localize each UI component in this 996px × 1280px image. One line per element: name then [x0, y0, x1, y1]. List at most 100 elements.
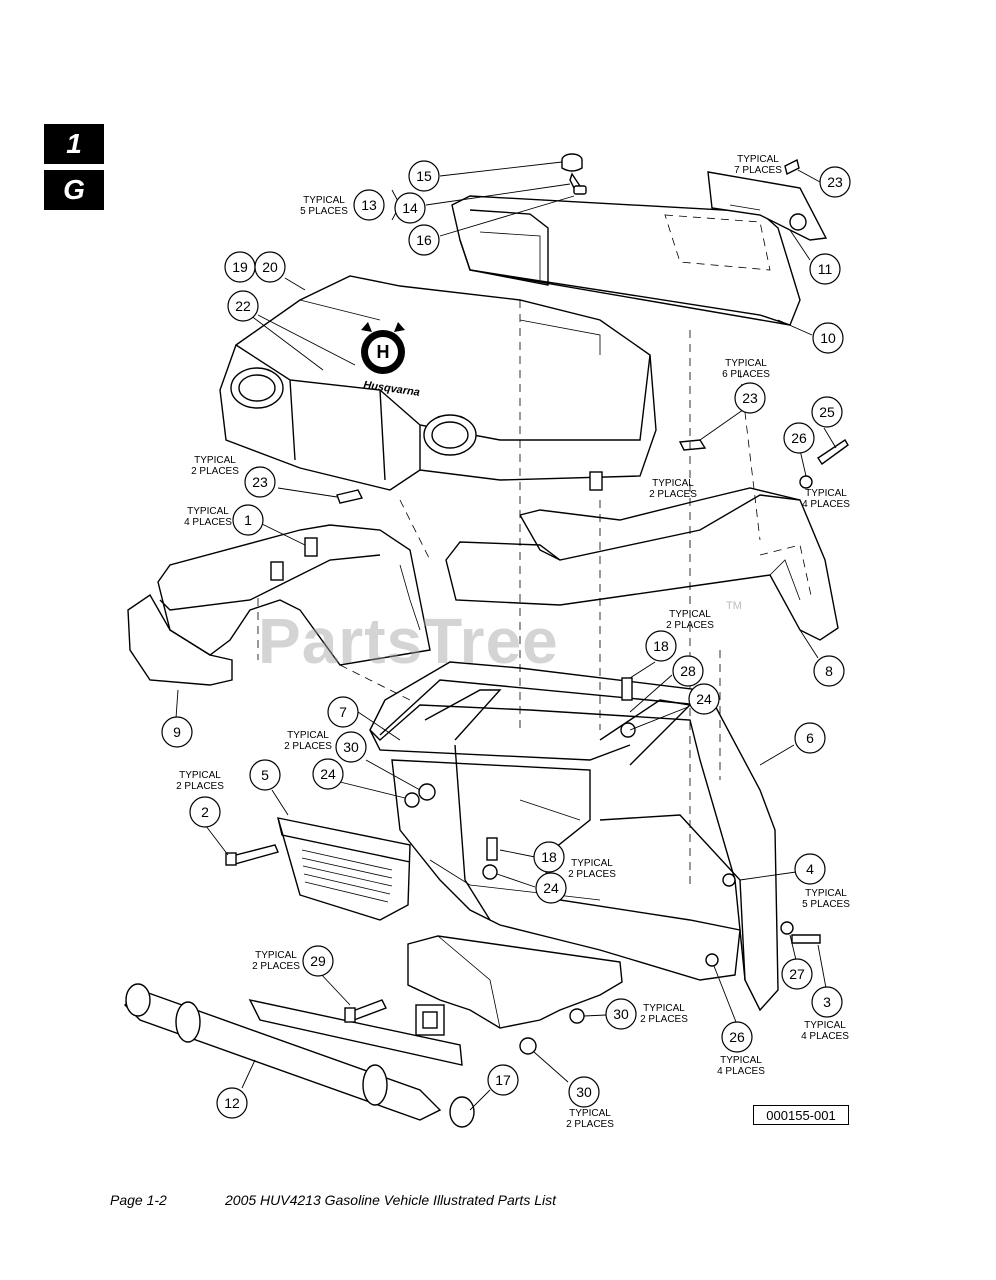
svg-text:13: 13	[361, 197, 377, 213]
note-typical-30a-l1: TYPICAL	[287, 730, 329, 741]
svg-text:7: 7	[339, 704, 347, 720]
note-typical-18b-l2: 2 PLACES	[568, 869, 616, 880]
note-typical-26a-l1: TYPICAL	[805, 488, 847, 499]
callout-26-bottom: 26	[721, 1021, 753, 1053]
svg-text:23: 23	[252, 474, 268, 490]
callout-4: 4	[794, 853, 826, 885]
svg-text:20: 20	[262, 259, 278, 275]
callout-23-top: 23	[819, 166, 851, 198]
callout-22: 22	[227, 290, 259, 322]
svg-text:17: 17	[495, 1072, 511, 1088]
svg-text:30: 30	[576, 1084, 592, 1100]
note-typical-10-l1: TYPICAL	[725, 358, 767, 369]
callout-17: 17	[487, 1064, 519, 1096]
note-typical-26a-l2: 4 PLACES	[802, 499, 850, 510]
svg-text:23: 23	[742, 390, 758, 406]
callout-28: 28	[672, 655, 704, 687]
svg-text:18: 18	[653, 638, 669, 654]
callout-30-right: 30	[605, 998, 637, 1030]
svg-text:23: 23	[827, 174, 843, 190]
footer-document-title: 2005 HUV4213 Gasoline Vehicle Illustrate…	[225, 1192, 556, 1208]
note-typical-10-l2: 6 PLACES	[722, 369, 770, 380]
callout-10: 10	[812, 322, 844, 354]
callout-7: 7	[327, 696, 359, 728]
note-typical-3-l2: 4 PLACES	[801, 1031, 849, 1042]
note-typical-4-l2: 5 PLACES	[802, 899, 850, 910]
note-typical-29-l2: 2 PLACES	[252, 961, 300, 972]
bolts-hardware	[225, 439, 849, 1055]
figure-id: 000155-001	[753, 1105, 849, 1125]
svg-text:24: 24	[543, 880, 559, 896]
callout-9: 9	[161, 716, 193, 748]
svg-text:16: 16	[416, 232, 432, 248]
chassis-body-part	[391, 744, 746, 981]
note-typical-18a-l2: 2 PLACES	[666, 620, 714, 631]
note-typical-30c-l2: 2 PLACES	[566, 1119, 614, 1130]
note-typical-23a-l2: 7 PLACES	[734, 165, 782, 176]
callout-13: 13	[353, 189, 385, 221]
note-typical-1-l1: TYPICAL	[187, 506, 229, 517]
callout-18-mid: 18	[533, 841, 565, 873]
callout-18-top: 18	[645, 630, 677, 662]
callout-26-top: 26	[783, 422, 815, 454]
svg-text:29: 29	[310, 953, 326, 969]
note-typical-23b-l2: 2 PLACES	[649, 489, 697, 500]
note-typical-30b-l1: TYPICAL	[643, 1003, 685, 1014]
svg-text:26: 26	[729, 1029, 745, 1045]
svg-text:11: 11	[818, 261, 833, 277]
section-tab-number: 1	[44, 124, 104, 164]
svg-text:27: 27	[789, 966, 805, 982]
note-typical-18a-l1: TYPICAL	[669, 609, 711, 620]
svg-text:5: 5	[261, 767, 269, 783]
callout-14: 14	[394, 192, 426, 224]
svg-text:6: 6	[806, 730, 814, 746]
svg-text:30: 30	[613, 1006, 629, 1022]
note-typical-26b-l2: 4 PLACES	[717, 1066, 765, 1077]
svg-text:1: 1	[244, 512, 252, 528]
callout-30-top: 30	[335, 731, 367, 763]
note-typical-13-l1: TYPICAL	[303, 195, 345, 206]
svg-text:2: 2	[201, 804, 209, 820]
svg-text:19: 19	[232, 259, 248, 275]
callout-15: 15	[408, 160, 440, 192]
svg-text:9: 9	[173, 724, 181, 740]
note-typical-26b-l1: TYPICAL	[720, 1055, 762, 1066]
hitch-frame-part	[407, 935, 623, 1036]
svg-text:25: 25	[819, 404, 835, 420]
watermark-trademark: TM	[726, 600, 742, 612]
callout-2: 2	[189, 796, 221, 828]
callout-16: 16	[408, 224, 440, 256]
note-typical-30b-l2: 2 PLACES	[640, 1014, 688, 1025]
callout-23-mid: 23	[734, 382, 766, 414]
roll-bar-part	[369, 661, 779, 1012]
rear-panel-part	[451, 195, 801, 326]
footer-page-number: Page 1-2	[110, 1192, 167, 1208]
note-typical-23b-l1: TYPICAL	[652, 478, 694, 489]
front-cowl-part	[127, 524, 431, 686]
callout-25: 25	[811, 396, 843, 428]
note-typical-23a-l1: TYPICAL	[737, 154, 779, 165]
svg-text:H: H	[377, 342, 390, 362]
note-typical-30c-l1: TYPICAL	[569, 1108, 611, 1119]
callout-3: 3	[811, 986, 843, 1018]
svg-text:28: 28	[680, 663, 696, 679]
note-typical-30a-l2: 2 PLACES	[284, 741, 332, 752]
bumper-part	[124, 983, 475, 1128]
note-typical-29-l1: TYPICAL	[255, 950, 297, 961]
svg-text:4: 4	[806, 861, 814, 877]
svg-text:15: 15	[416, 168, 432, 184]
callout-19: 19	[224, 251, 256, 283]
svg-text:24: 24	[320, 766, 336, 782]
note-typical-1-l2: 4 PLACES	[184, 517, 232, 528]
svg-text:30: 30	[343, 739, 359, 755]
callout-20: 20	[254, 251, 286, 283]
callout-6: 6	[794, 722, 826, 754]
callout-27: 27	[781, 958, 813, 990]
note-typical-3-l1: TYPICAL	[804, 1020, 846, 1031]
section-tab-letter: G	[44, 170, 104, 210]
callout-24-left: 24	[312, 758, 344, 790]
top-fasteners	[561, 153, 800, 195]
svg-text:18: 18	[541, 849, 557, 865]
note-typical-2-l1: TYPICAL	[179, 770, 221, 781]
